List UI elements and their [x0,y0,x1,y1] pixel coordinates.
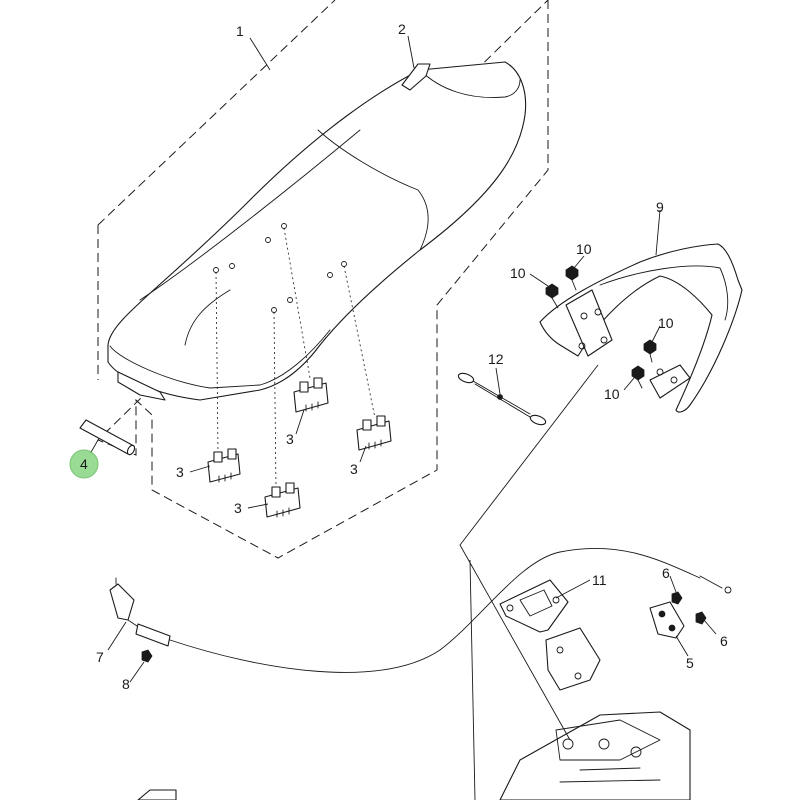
leader-frame-2 [469,559,476,800]
callout-10-a[interactable]: 10 [510,265,526,281]
leader-6b [703,619,717,635]
callout-1[interactable]: 1 [236,23,244,39]
damper-block-c [293,377,329,413]
callout-3-b[interactable]: 3 [234,500,242,516]
callout-8[interactable]: 8 [122,676,130,692]
leader-10d [623,377,635,391]
leader-6a [669,575,677,593]
callout-12[interactable]: 12 [488,351,504,367]
bolt-part-c [643,339,657,363]
callout-11[interactable]: 11 [592,572,607,588]
callout-3-a[interactable]: 3 [176,464,184,480]
screw-part-a [671,591,683,605]
leader-8 [129,661,145,683]
seat-part [107,61,527,401]
callout-10-c[interactable]: 10 [658,315,674,331]
leader-11 [555,579,591,599]
damper-block-a [207,448,241,483]
latch-part [499,579,569,633]
callout-10-b[interactable]: 10 [576,241,592,257]
bolt-part-a [545,283,559,309]
frame-bracket [137,627,691,800]
callout-6-b[interactable]: 6 [720,633,728,649]
bolt-part-d [631,365,645,389]
leader-12 [495,367,501,395]
callout-5[interactable]: 5 [686,655,694,671]
grab-bar-part [539,243,743,413]
leader-7 [107,621,127,651]
lock-part [649,601,685,639]
damper-block-b [264,482,301,518]
leader-10c [651,325,661,343]
wire-part [457,372,547,426]
leader-2 [407,35,415,69]
callout-6-a[interactable]: 6 [662,565,670,581]
callout-3-c[interactable]: 3 [286,431,294,447]
callout-10-d[interactable]: 10 [604,386,620,402]
small-bolt-part [141,649,153,663]
callout-4[interactable]: 4 [80,456,88,472]
leader-3d [359,445,367,463]
bolt-part-b [565,265,579,291]
highlight-circle [69,449,99,479]
callout-3-d[interactable]: 3 [350,461,358,477]
callout-2[interactable]: 2 [398,21,406,37]
leader-10a [529,273,549,287]
screw-part-b [695,611,707,625]
leader-3b [247,503,269,509]
leader-3c [295,409,305,435]
leader-frame [459,364,599,741]
seat-tab-part [401,63,431,91]
mount-line-4 [343,265,376,419]
mount-line-1 [215,271,219,453]
leader-10b [573,255,585,269]
callout-9[interactable]: 9 [656,199,664,215]
leader-5 [675,635,689,657]
callout-7[interactable]: 7 [96,649,104,665]
leader-1 [249,37,271,71]
leader-3a [189,465,211,473]
mount-line-3 [283,227,311,379]
damper-block-d [356,415,392,451]
cable-part [109,547,732,673]
pin-part [79,419,136,456]
leader-9 [655,209,661,256]
